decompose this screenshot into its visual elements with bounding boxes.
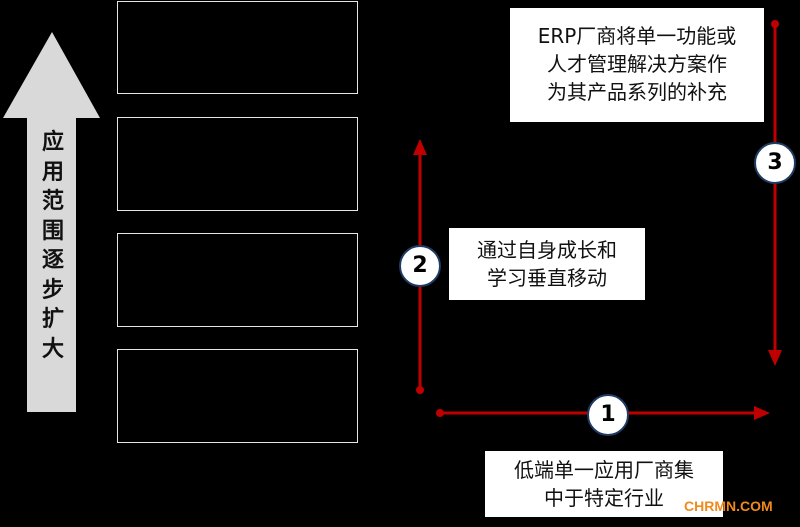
- arrow-label-char: 大: [41, 336, 64, 362]
- empty-box-3: [117, 233, 358, 327]
- arrow-2-head: [413, 139, 427, 155]
- arrow-3-head: [768, 350, 782, 366]
- step-3-line: 为其产品系列的补充: [547, 80, 727, 104]
- arrow-label-char: 应: [41, 130, 64, 155]
- step-1-line: 低端单一应用厂商集: [514, 458, 694, 482]
- step-2-line: 学习垂直移动: [487, 266, 607, 290]
- watermark-logo: CHRMN.COM: [684, 498, 773, 514]
- arrow-label-char: 逐: [41, 248, 64, 273]
- arrow-1-start-dot: [436, 409, 444, 417]
- step-2-badge: 2: [399, 245, 441, 287]
- arrow-label-char: 范: [41, 189, 64, 214]
- step-3-line: 人才管理解决方案作: [547, 52, 727, 76]
- empty-box-1: [117, 1, 358, 94]
- arrow-label: 应 用 范 围 逐 步 扩 大: [30, 128, 76, 364]
- arrow-1-head: [754, 406, 770, 420]
- scope-expansion-arrow: [3, 32, 100, 412]
- step-2-line: 通过自身成长和: [477, 238, 617, 262]
- arrow-label-char: 扩: [41, 307, 64, 332]
- arrow-label-char: 步: [41, 277, 64, 303]
- arrow-2-start-dot: [416, 386, 424, 394]
- step-2-note: 通过自身成长和 学习垂直移动: [449, 228, 645, 300]
- empty-box-4: [117, 349, 358, 443]
- arrow-3-start-dot: [771, 20, 779, 28]
- step-3-line: ERP厂商将单一功能或: [537, 24, 737, 48]
- step-3-note: ERP厂商将单一功能或 人才管理解决方案作 为其产品系列的补充: [510, 8, 764, 122]
- arrow-label-char: 围: [41, 218, 64, 244]
- empty-box-2: [117, 117, 358, 211]
- arrow-label-char: 用: [41, 159, 64, 185]
- step-3-badge: 3: [754, 142, 796, 184]
- step-1-line: 中于特定行业: [544, 486, 664, 510]
- step-1-badge: 1: [587, 394, 629, 436]
- step-1-note: 低端单一应用厂商集 中于特定行业: [485, 451, 723, 517]
